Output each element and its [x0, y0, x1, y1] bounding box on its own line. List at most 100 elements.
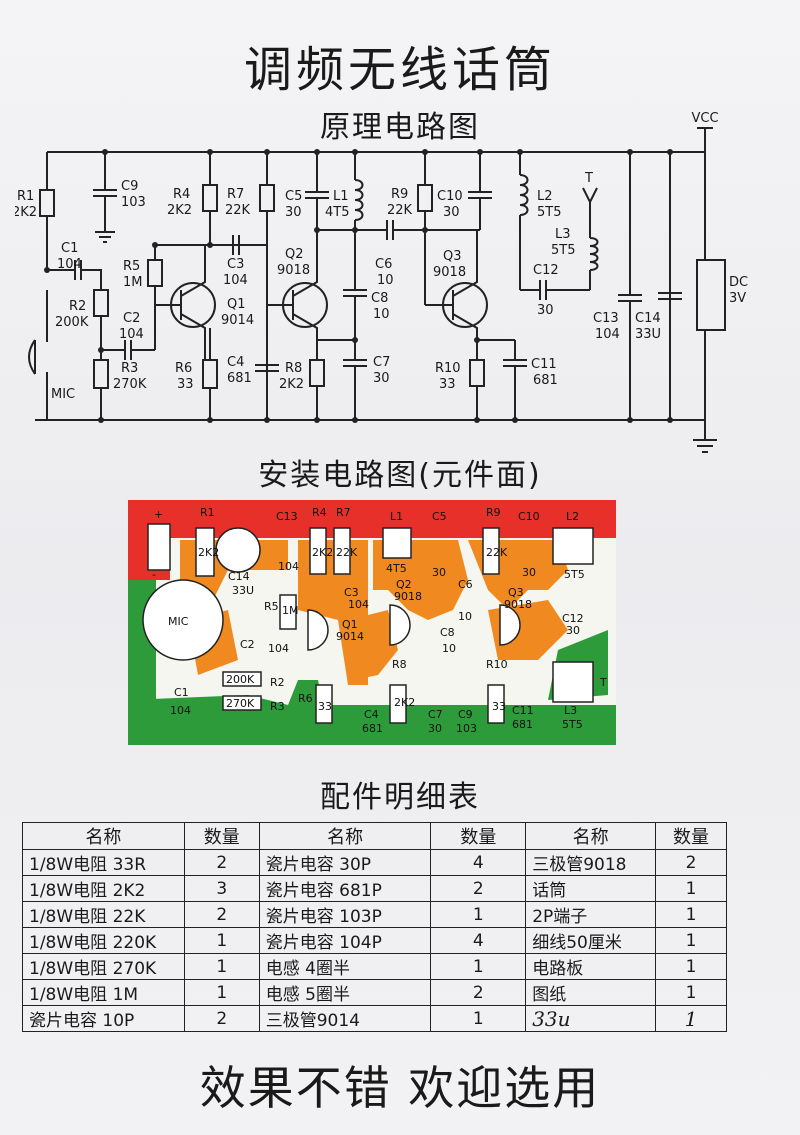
svg-text:5T5: 5T5 [562, 718, 583, 731]
footer-slogan: 效果不错 欢迎选用 [199, 1061, 601, 1115]
page-title: 调频无线话筒 [243, 42, 556, 98]
svg-text:L1: L1 [333, 189, 349, 204]
parts-heading: 配件明细表 [320, 780, 480, 815]
svg-text:104: 104 [278, 560, 299, 573]
svg-text:33U: 33U [232, 584, 254, 597]
svg-text:Q2: Q2 [396, 578, 412, 591]
svg-text:5T5: 5T5 [551, 243, 575, 258]
svg-text:104: 104 [348, 598, 369, 611]
svg-text:C7: C7 [428, 708, 443, 721]
svg-text:C6: C6 [375, 257, 392, 272]
svg-text:C2: C2 [123, 311, 140, 326]
svg-text:33: 33 [318, 700, 332, 713]
svg-text:Q1: Q1 [227, 297, 246, 312]
svg-text:+: + [154, 508, 163, 521]
svg-text:2K2: 2K2 [15, 205, 37, 220]
svg-text:9018: 9018 [504, 598, 532, 611]
svg-text:104: 104 [170, 704, 191, 717]
svg-text:681: 681 [362, 722, 383, 735]
svg-text:R8: R8 [392, 658, 407, 671]
svg-text:R7: R7 [336, 506, 351, 519]
svg-text:R1: R1 [200, 506, 215, 519]
svg-text:4T5: 4T5 [386, 562, 407, 575]
svg-text:C12: C12 [533, 263, 559, 278]
svg-text:C14: C14 [228, 570, 250, 583]
svg-text:30: 30 [537, 303, 554, 318]
svg-text:Q3: Q3 [508, 586, 524, 599]
svg-text:22K: 22K [225, 203, 251, 218]
svg-text:681: 681 [533, 373, 558, 388]
handwritten-part: 33u [525, 1005, 657, 1032]
svg-text:R10: R10 [486, 658, 508, 671]
svg-text:1M: 1M [123, 275, 143, 290]
svg-text:R8: R8 [285, 361, 302, 376]
svg-text:DC: DC [729, 275, 748, 290]
svg-text:R6: R6 [298, 692, 313, 705]
svg-text:3V: 3V [729, 291, 746, 306]
svg-text:C5: C5 [432, 510, 447, 523]
svg-text:C4: C4 [227, 355, 244, 370]
svg-text:4T5: 4T5 [325, 205, 349, 220]
svg-text:C1: C1 [174, 686, 189, 699]
schematic-junctions [44, 149, 673, 423]
col-header-name: 名称 [22, 822, 185, 850]
svg-text:10: 10 [377, 273, 394, 288]
svg-text:C13: C13 [276, 510, 298, 523]
svg-text:2K2: 2K2 [394, 696, 415, 709]
svg-text:103: 103 [121, 195, 146, 210]
svg-text:9014: 9014 [336, 630, 364, 643]
svg-text:2K2: 2K2 [279, 377, 304, 392]
svg-text:10: 10 [458, 610, 472, 623]
svg-text:1M: 1M [282, 604, 299, 617]
svg-text:104: 104 [595, 327, 620, 342]
svg-text:R3: R3 [121, 361, 138, 376]
svg-text:22K: 22K [486, 546, 508, 559]
svg-text:30: 30 [443, 205, 460, 220]
svg-text:R10: R10 [435, 361, 461, 376]
schematic-wires [28, 127, 726, 453]
svg-text:C11: C11 [512, 704, 534, 717]
handwritten-qty: 1 [655, 1005, 727, 1032]
svg-text:200K: 200K [55, 315, 89, 330]
svg-text:30: 30 [428, 722, 442, 735]
svg-text:33: 33 [439, 377, 456, 392]
svg-text:Q2: Q2 [285, 247, 304, 262]
svg-text:R4: R4 [173, 187, 190, 202]
svg-text:270K: 270K [226, 697, 255, 710]
svg-text:R1: R1 [17, 189, 34, 204]
svg-text:104: 104 [268, 642, 289, 655]
svg-text:T: T [584, 171, 593, 186]
svg-text:103: 103 [456, 722, 477, 735]
svg-text:R3: R3 [270, 700, 285, 713]
svg-text:22K: 22K [336, 546, 358, 559]
svg-text:R4: R4 [312, 506, 327, 519]
svg-text:C6: C6 [458, 578, 473, 591]
svg-text:104: 104 [57, 257, 82, 272]
svg-text:10: 10 [373, 307, 390, 322]
svg-text:C1: C1 [61, 241, 78, 256]
col-header-qty: 数量 [655, 822, 727, 850]
svg-text:L3: L3 [555, 227, 571, 242]
svg-text:33U: 33U [635, 327, 661, 342]
svg-text:2K2: 2K2 [167, 203, 192, 218]
svg-text:270K: 270K [113, 377, 147, 392]
vcc-label: VCC [691, 111, 718, 126]
svg-text:104: 104 [223, 273, 248, 288]
svg-text:C11: C11 [531, 357, 557, 372]
svg-text:C13: C13 [593, 311, 619, 326]
svg-text:L3: L3 [564, 704, 577, 717]
svg-text:C8: C8 [371, 291, 388, 306]
svg-text:30: 30 [566, 624, 580, 637]
svg-text:30: 30 [285, 205, 302, 220]
svg-text:2K2: 2K2 [198, 546, 219, 559]
svg-text:C9: C9 [458, 708, 473, 721]
